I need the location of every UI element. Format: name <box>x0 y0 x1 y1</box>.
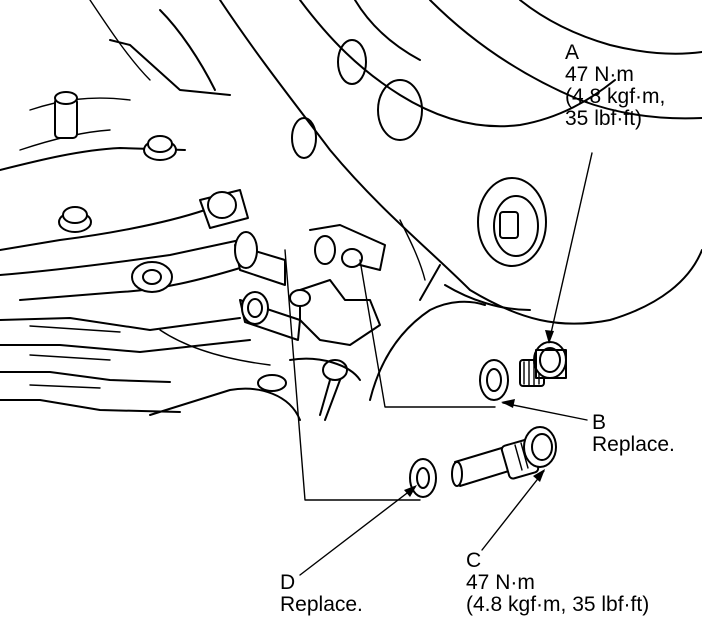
callout-a-torque-alt-1: (4.8 kgf·m, <box>565 85 666 108</box>
callout-c-letter: C <box>466 549 482 572</box>
callout-c-torque-alt: (4.8 kgf·m, 35 lbf·ft) <box>466 593 650 616</box>
callout-d-note: Replace. <box>280 593 363 616</box>
callout-arrow-d <box>299 485 417 576</box>
case-bolt-2 <box>143 135 177 161</box>
callout-arrow-a <box>545 152 593 344</box>
sealing-washer-d <box>409 458 437 498</box>
callout-a-letter: A <box>565 41 580 64</box>
callout-b-note: Replace. <box>592 433 675 456</box>
callout-arrow-b <box>501 399 588 421</box>
shift-bracket <box>257 224 386 421</box>
callout-d-letter: D <box>280 571 296 594</box>
bolt-c <box>451 426 557 487</box>
case-boss-1 <box>234 231 286 286</box>
transmission-case <box>0 0 702 421</box>
callout-a-torque: 47 N·m <box>565 63 634 86</box>
leader-frame-lines <box>284 249 496 501</box>
case-boss-2 <box>239 291 301 341</box>
case-bolt-4 <box>199 189 249 229</box>
callout-a-torque-alt-2: 35 lbf·ft) <box>565 107 643 130</box>
callout-arrow-c <box>481 469 545 551</box>
plug-bolt-a <box>519 341 567 387</box>
callout-b-letter: B <box>592 411 607 434</box>
case-bolt-1 <box>54 91 78 139</box>
sealing-washer-b <box>479 359 509 401</box>
callout-c-torque: 47 N·m <box>466 571 535 594</box>
washer-left <box>131 261 173 293</box>
case-bolt-3 <box>58 206 92 233</box>
